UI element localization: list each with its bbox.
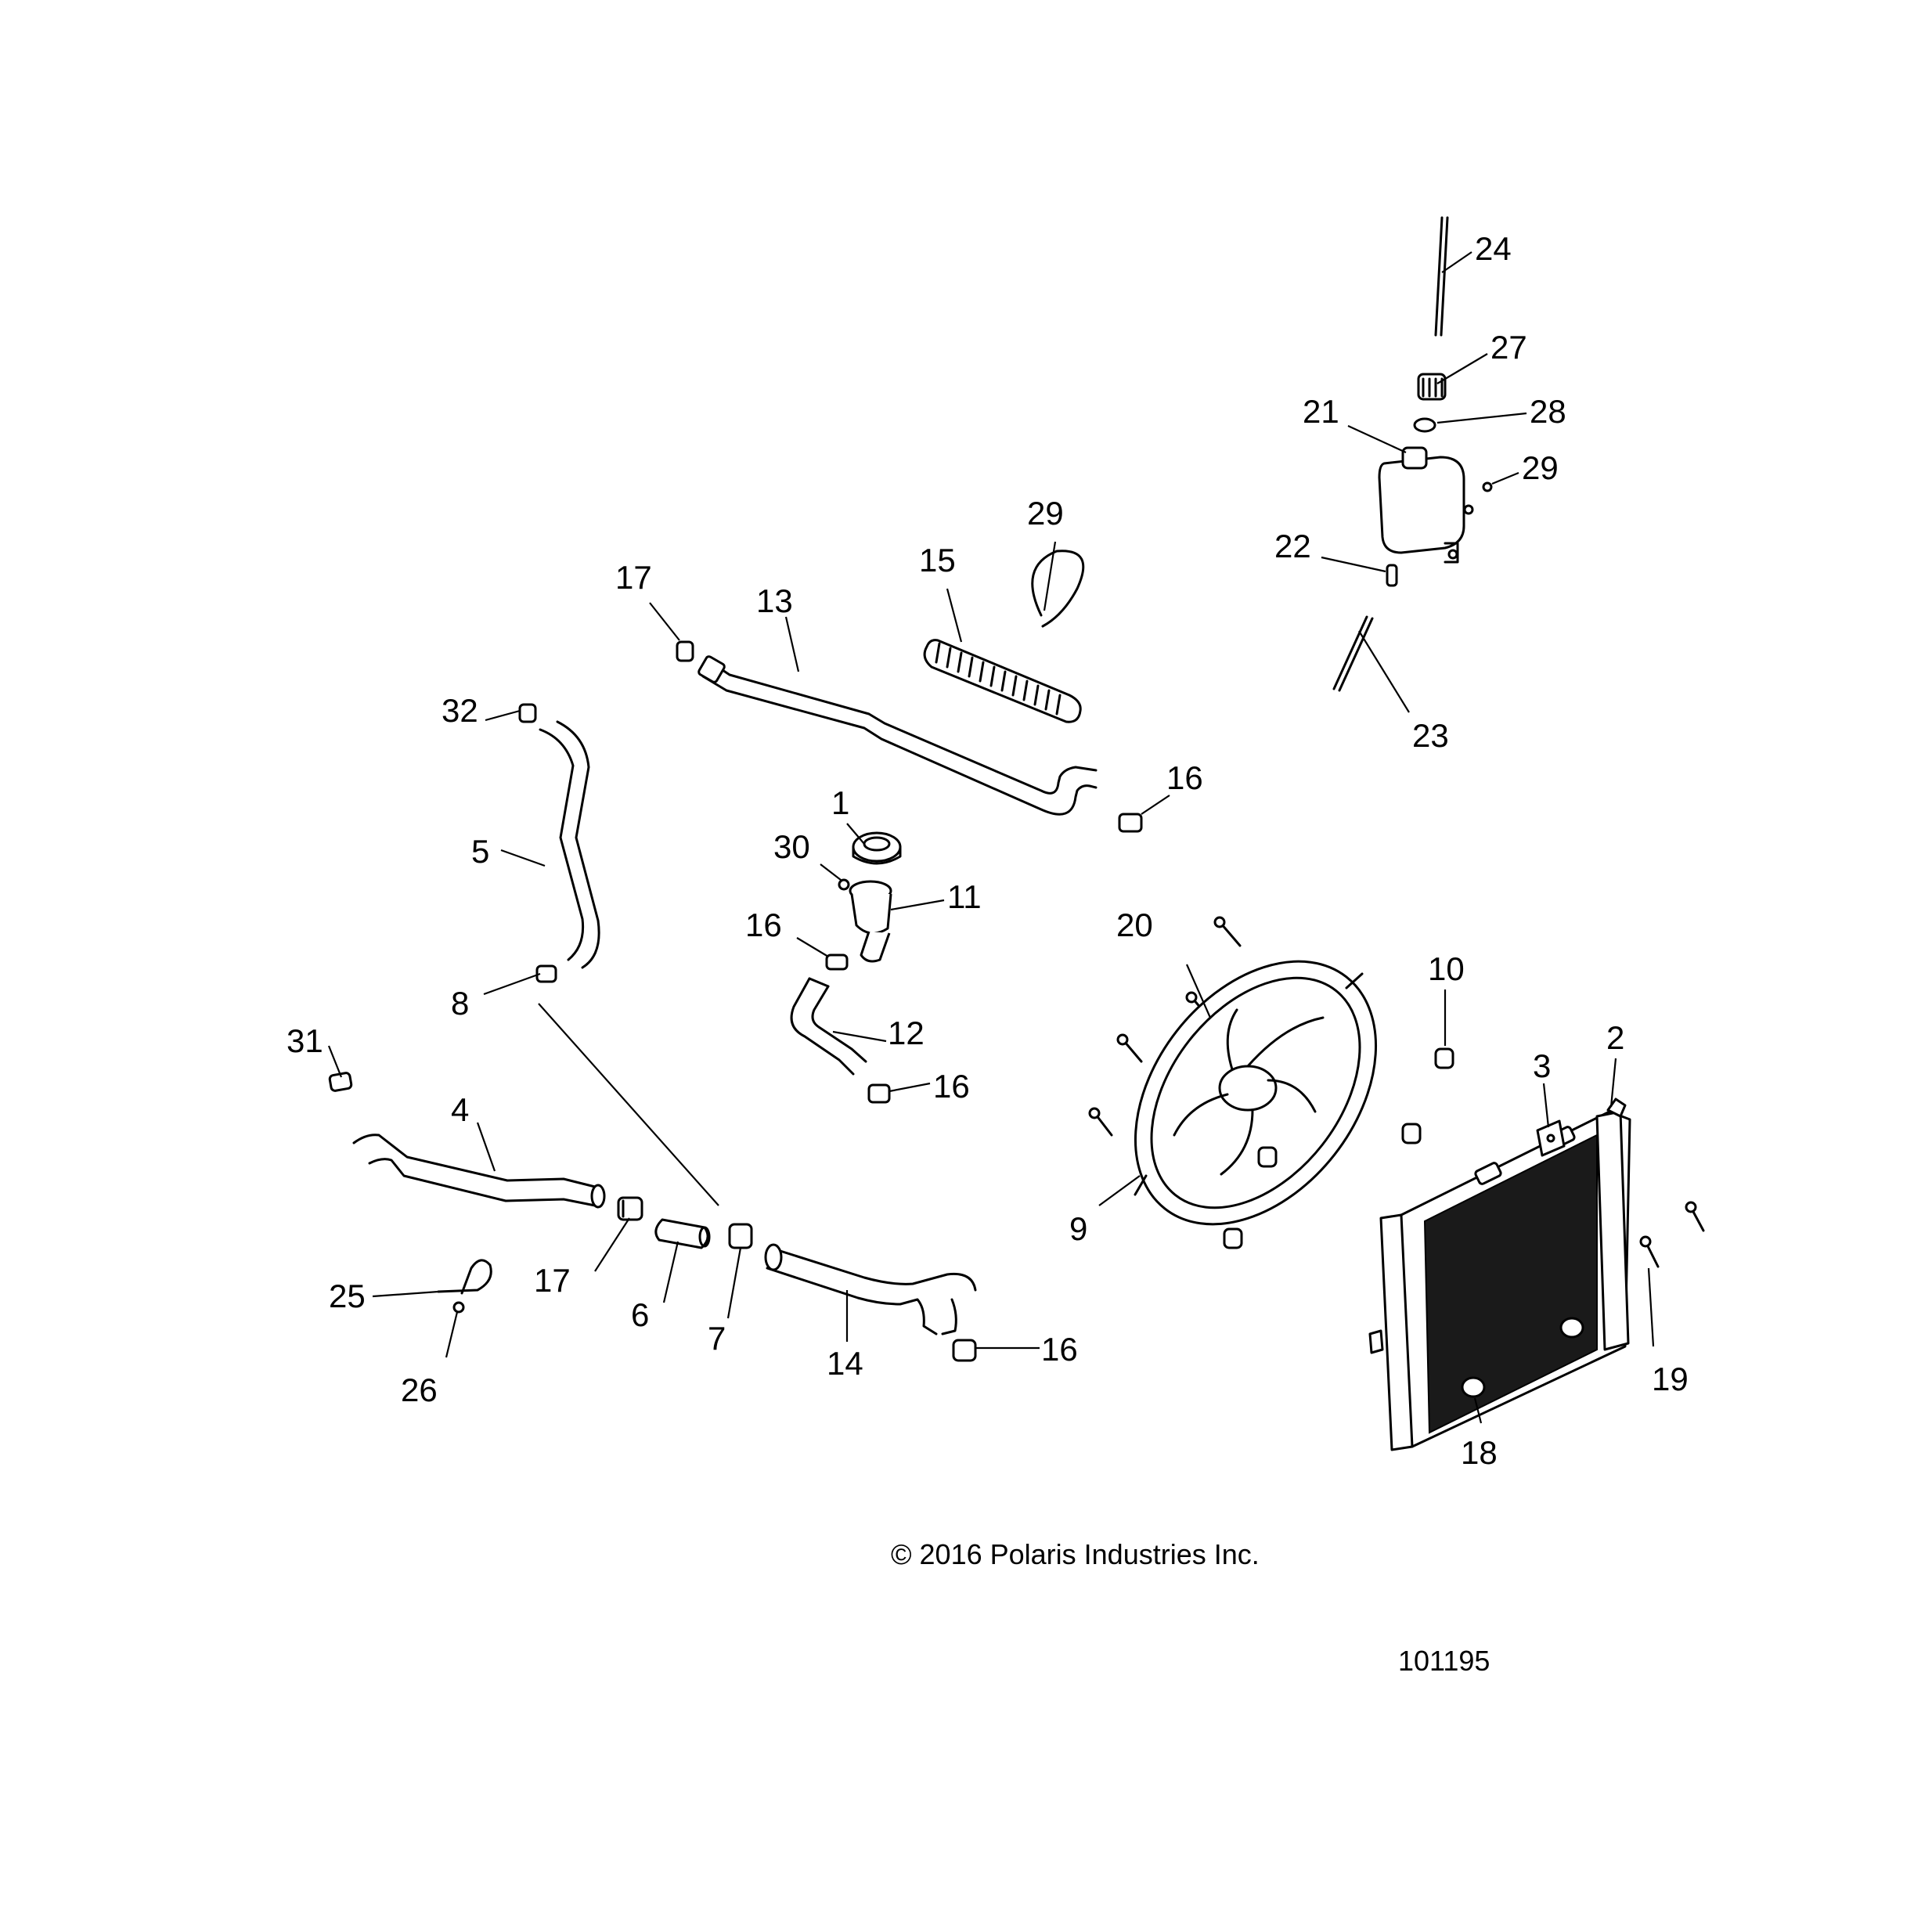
- part-cap-oring: [1413, 417, 1436, 433]
- drawing-number: 101195: [1398, 1645, 1490, 1677]
- callout-12: 12: [888, 1015, 925, 1051]
- part-bolts-30: [1639, 1201, 1705, 1268]
- callout-5: 5: [471, 833, 489, 870]
- part-overflow-tube-upper: [1434, 216, 1449, 337]
- callout-2: 2: [1606, 1019, 1624, 1056]
- callout-9: 9: [1069, 1210, 1087, 1247]
- part-pressure-cap: [852, 831, 902, 865]
- callout-3: 3: [1533, 1047, 1551, 1084]
- callout-31: 26: [401, 1372, 438, 1408]
- callout-19: 21: [1303, 393, 1339, 430]
- part-hose-12: [790, 977, 867, 1076]
- part-clamp-16-a: [1118, 813, 1143, 833]
- callout-14: 14: [827, 1345, 863, 1382]
- callout-17b: 17: [534, 1262, 571, 1299]
- part-protective-sleeve: [923, 639, 1082, 723]
- part-clamp-16-c: [867, 1083, 891, 1104]
- part-screw-filler-neck: [838, 878, 850, 891]
- part-connector-tube: [654, 1218, 711, 1249]
- callout-6: 6: [631, 1296, 649, 1333]
- part-clamp-7: [728, 1223, 753, 1249]
- callout-26: 28: [1530, 393, 1566, 430]
- part-clamp-16-d: [952, 1339, 977, 1362]
- part-reservoir-fitting: [1386, 564, 1398, 587]
- callout-20: 22: [1274, 528, 1311, 564]
- callout-8: 8: [451, 985, 469, 1022]
- part-filler-neck: [849, 880, 892, 963]
- part-hose-4: [352, 1134, 606, 1209]
- callout-4: 4: [451, 1091, 469, 1128]
- callout-28: 31: [287, 1022, 323, 1059]
- callout-32: 32: [442, 692, 478, 729]
- part-overflow-tube-lower: [1332, 615, 1374, 692]
- callout-7: 7: [708, 1320, 726, 1357]
- callout-18: 20: [1116, 907, 1153, 943]
- part-hose-13: [697, 655, 1098, 816]
- callout-1: 1: [831, 784, 849, 821]
- part-screw-reservoir: [1463, 481, 1493, 515]
- part-clamp-17-bottom: [617, 1196, 643, 1221]
- part-grommets-24: [1461, 1317, 1584, 1398]
- part-coolant-reservoir: [1378, 446, 1465, 564]
- part-clamp-32: [518, 703, 537, 723]
- callout-labels: 24 27 28 21 29 22 23 29 15 13 17 16 32 5…: [287, 230, 1689, 1471]
- part-hose-14: [764, 1243, 977, 1335]
- part-radiator: [1368, 1098, 1631, 1451]
- callout-23: 25: [329, 1278, 366, 1314]
- callout-13: 13: [756, 582, 793, 619]
- callout-27: 29: [1027, 495, 1064, 532]
- callout-17a: 17: [615, 559, 652, 596]
- callout-29a: 29: [1522, 449, 1559, 486]
- part-screw-31: [452, 1301, 465, 1314]
- callout-15: 15: [919, 542, 956, 579]
- part-strap: [1031, 550, 1085, 628]
- part-clamp-8: [535, 964, 557, 983]
- part-grommets: [1223, 1047, 1454, 1249]
- leader-lines: [327, 251, 1655, 1424]
- callout-11: 11: [947, 878, 982, 915]
- part-fitting-28: [328, 1072, 353, 1092]
- part-fan-assembly: [1134, 960, 1378, 1226]
- part-bracket-3: [1536, 1119, 1566, 1157]
- callout-10: 10: [1428, 950, 1465, 987]
- part-hose-5: [539, 720, 600, 969]
- callout-22: 24: [1475, 230, 1512, 267]
- callout-25: 27: [1490, 329, 1527, 366]
- callout-16d: 16: [1041, 1331, 1078, 1368]
- callout-29b: 30: [773, 828, 810, 865]
- part-retainer-23: [437, 1259, 492, 1295]
- part-clamp-17-top: [676, 640, 694, 662]
- callout-24: 18: [1461, 1434, 1498, 1471]
- callout-16c: 16: [933, 1068, 970, 1105]
- part-clamp-16-b: [825, 953, 849, 971]
- callout-16a: 16: [1166, 759, 1203, 796]
- copyright-text: © 2016 Polaris Industries Inc.: [891, 1538, 1260, 1570]
- callout-21: 23: [1412, 717, 1449, 754]
- part-reservoir-cap: [1417, 373, 1447, 401]
- callout-30: 19: [1652, 1361, 1689, 1397]
- callout-16b: 16: [745, 907, 782, 943]
